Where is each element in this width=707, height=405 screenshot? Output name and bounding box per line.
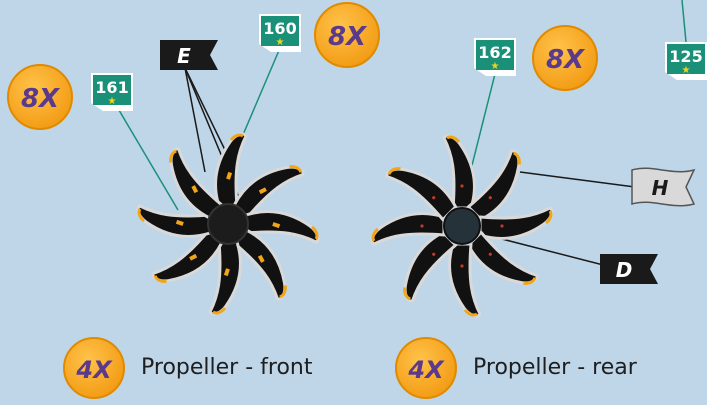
decal-flag-d: D — [600, 254, 658, 284]
svg-text:161: 161 — [95, 78, 128, 97]
svg-text:4X: 4X — [407, 356, 445, 384]
svg-text:★: ★ — [491, 61, 500, 72]
label-propeller-front: Propeller - front — [141, 355, 312, 380]
part-tag-162: 162 ★ — [474, 38, 516, 76]
svg-text:★: ★ — [682, 65, 691, 76]
svg-text:160: 160 — [263, 19, 296, 38]
part-tag-125: 125 ★ — [665, 42, 707, 80]
qty-badge-front-bottom: 4X — [64, 338, 124, 398]
propeller-rear — [372, 136, 552, 316]
svg-text:125: 125 — [669, 47, 702, 66]
svg-text:8X: 8X — [21, 84, 61, 114]
qty-badge-rear-top: 8X — [533, 26, 597, 90]
svg-text:162: 162 — [478, 43, 511, 62]
svg-text:★: ★ — [276, 37, 285, 48]
svg-text:D: D — [616, 258, 633, 282]
propeller-rear-hub — [444, 208, 480, 244]
qty-badge-rear-bottom: 4X — [396, 338, 456, 398]
propeller-front — [138, 134, 318, 314]
svg-text:8X: 8X — [328, 22, 368, 52]
svg-text:4X: 4X — [75, 356, 113, 384]
svg-text:8X: 8X — [546, 45, 586, 75]
decal-flag-h: H — [632, 168, 694, 205]
svg-text:E: E — [177, 44, 191, 68]
svg-text:★: ★ — [108, 96, 117, 107]
svg-text:H: H — [652, 176, 669, 200]
label-propeller-rear: Propeller - rear — [473, 355, 637, 380]
qty-badge-left-top: 8X — [8, 65, 72, 129]
qty-badge-front-top: 8X — [315, 3, 379, 67]
propeller-front-hub — [208, 204, 248, 244]
part-tag-161: 161 ★ — [91, 73, 133, 111]
part-tag-160: 160 ★ — [259, 14, 301, 52]
decal-flag-e: E — [160, 40, 218, 70]
